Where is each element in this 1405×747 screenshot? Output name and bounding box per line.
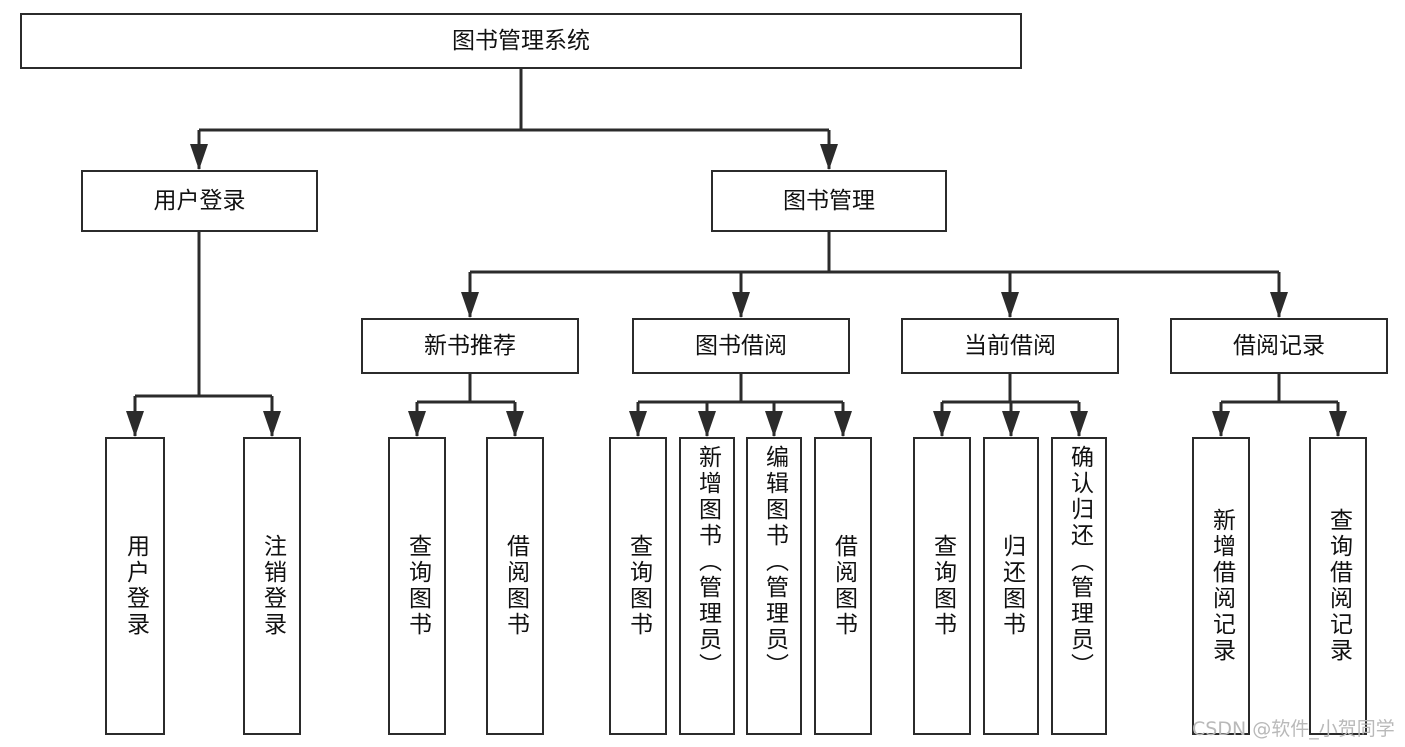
conn-currentborrow-to-leaves-arrow-0 [933,411,951,437]
node-label-leaf-user-login: 用户登录 [122,534,149,638]
node-leaf-add-book[interactable]: 新增图书（管理员） [679,437,735,735]
node-label-new-book-recommend: 新书推荐 [424,332,516,359]
node-label-book-borrow: 图书借阅 [695,332,787,359]
node-leaf-query-book-2[interactable]: 查询图书 [609,437,667,735]
conn-newbook-to-leaves-arrow-0 [408,411,426,437]
node-leaf-query-book-1[interactable]: 查询图书 [388,437,446,735]
conn-currentborrow-to-leaves-arrow-2 [1070,411,1088,437]
conn-bookborrow-to-leaves-arrow-0 [629,411,647,437]
conn-bookborrow-to-leaves-arrow-3 [834,411,852,437]
node-label-borrow-record: 借阅记录 [1233,332,1325,359]
node-leaf-user-login[interactable]: 用户登录 [105,437,165,735]
node-label-leaf-query-book-3: 查询图书 [929,534,956,638]
node-label-leaf-query-book-2: 查询图书 [625,534,652,638]
node-label-leaf-query-book-1: 查询图书 [404,534,431,638]
node-book-borrow[interactable]: 图书借阅 [632,318,850,374]
node-label-leaf-confirm-return: 确认归还（管理员） [1066,445,1093,679]
node-borrow-record[interactable]: 借阅记录 [1170,318,1388,374]
node-label-leaf-user-logout: 注销登录 [259,534,286,638]
conn-bookmanage-to-level3-arrow-2 [1001,292,1019,318]
conn-bookborrow-to-leaves-arrow-1 [698,411,716,437]
conn-userlogin-to-leaves-arrow-0 [126,411,144,437]
conn-root-to-level2-arrow-1 [820,144,838,170]
conn-currentborrow-to-leaves-arrow-1 [1002,411,1020,437]
node-new-book-recommend[interactable]: 新书推荐 [361,318,579,374]
node-label-book-manage: 图书管理 [783,187,875,214]
node-leaf-query-book-3[interactable]: 查询图书 [913,437,971,735]
conn-newbook-to-leaves-arrow-1 [506,411,524,437]
node-leaf-borrow-book-1[interactable]: 借阅图书 [486,437,544,735]
node-leaf-user-logout[interactable]: 注销登录 [243,437,301,735]
node-label-user-login: 用户登录 [153,187,246,214]
node-leaf-query-record[interactable]: 查询借阅记录 [1309,437,1367,735]
node-book-manage[interactable]: 图书管理 [711,170,947,232]
node-leaf-borrow-book-2[interactable]: 借阅图书 [814,437,872,735]
conn-bookmanage-to-level3-arrow-0 [461,292,479,318]
conn-userlogin-to-leaves-arrow-1 [263,411,281,437]
node-label-leaf-return-book: 归还图书 [998,534,1025,638]
node-label-root: 图书管理系统 [452,27,590,54]
node-leaf-edit-book[interactable]: 编辑图书（管理员） [746,437,802,735]
conn-borrowrecord-to-leaves-arrow-0 [1212,411,1230,437]
node-label-leaf-borrow-book-2: 借阅图书 [830,534,857,638]
node-label-leaf-add-book: 新增图书（管理员） [694,445,721,679]
node-leaf-return-book[interactable]: 归还图书 [983,437,1039,735]
node-leaf-confirm-return[interactable]: 确认归还（管理员） [1051,437,1107,735]
conn-root-to-level2-arrow-0 [190,144,208,170]
node-leaf-add-record[interactable]: 新增借阅记录 [1192,437,1250,735]
conn-borrowrecord-to-leaves-arrow-1 [1329,411,1347,437]
conn-bookborrow-to-leaves-arrow-2 [765,411,783,437]
node-label-leaf-borrow-book-1: 借阅图书 [502,534,529,638]
node-label-leaf-edit-book: 编辑图书（管理员） [761,445,788,679]
node-current-borrow[interactable]: 当前借阅 [901,318,1119,374]
node-label-leaf-add-record: 新增借阅记录 [1208,508,1235,664]
node-label-current-borrow: 当前借阅 [964,332,1056,359]
conn-bookmanage-to-level3-arrow-3 [1270,292,1288,318]
node-user-login[interactable]: 用户登录 [81,170,318,232]
node-root[interactable]: 图书管理系统 [20,13,1022,69]
conn-bookmanage-to-level3-arrow-1 [732,292,750,318]
node-label-leaf-query-record: 查询借阅记录 [1325,508,1352,664]
